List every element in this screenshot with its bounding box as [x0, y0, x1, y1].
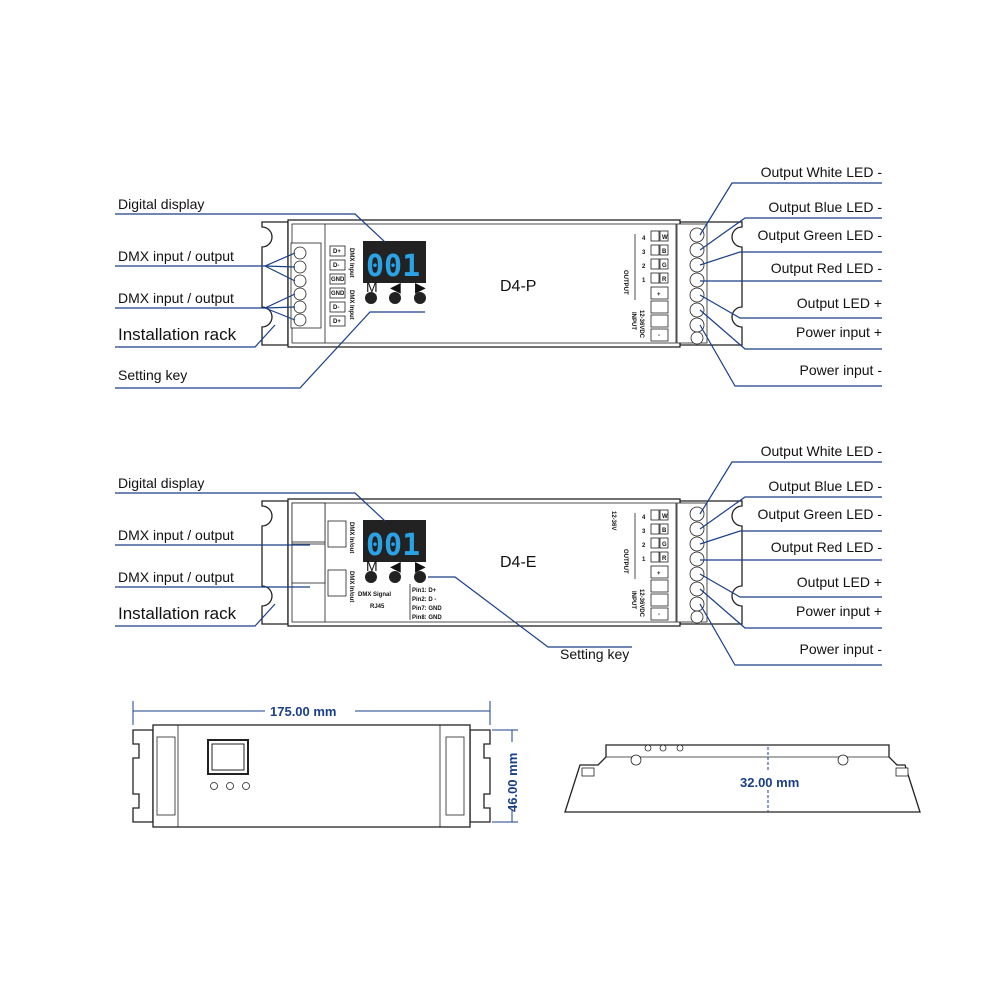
- code-r: R: [662, 277, 667, 283]
- output-title: OUTPUT: [622, 270, 628, 295]
- output-block-labels: OUTPUT 4 3 2 1 W B G R + INPUT 12-36VDC …: [622, 235, 668, 339]
- terminal-labels: D+ D- GND GND D- D+ DMX Input DMX Input: [329, 245, 354, 327]
- digital-display: 001: [366, 249, 420, 284]
- output-block-labels: OUTPUT 4 3 2 1 W B G R 12-36V + INPUT 12…: [610, 511, 668, 618]
- right-callouts: Output White LED - Output Blue LED - Out…: [699, 164, 883, 387]
- input-title: INPUT: [630, 312, 636, 330]
- code-b: B: [662, 528, 667, 534]
- label-power-plus: Power input +: [796, 324, 882, 340]
- label-output-green: Output Green LED -: [757, 506, 882, 522]
- left-callouts: Digital display DMX input / output DMX i…: [115, 196, 425, 389]
- code-g: G: [662, 542, 667, 548]
- d4e-device: DMX In/out DMX In/out 001 M ◀ ▶ DMX Sign…: [115, 443, 883, 666]
- label-dmx-io: DMX input / output: [118, 569, 234, 585]
- channel-3: 3: [642, 250, 646, 256]
- terminal-d-minus: D-: [333, 305, 339, 311]
- label-dmx-io: DMX input / output: [118, 527, 234, 543]
- pin2: Pin2: D -: [412, 597, 436, 603]
- label-output-red: Output Red LED -: [771, 260, 883, 276]
- plus: +: [657, 571, 661, 577]
- terminal-gnd: GND: [331, 291, 345, 297]
- terminal-d-plus: D+: [333, 319, 341, 325]
- rj45-label: RJ45: [370, 604, 385, 610]
- channel-voltage: 12-36V: [610, 511, 616, 530]
- channel-1: 1: [642, 557, 646, 563]
- label-setting-key: Setting key: [560, 646, 629, 662]
- model-name: D4-P: [500, 278, 536, 295]
- plus: +: [657, 292, 661, 298]
- channel-3: 3: [642, 529, 646, 535]
- channel-2: 2: [642, 543, 646, 549]
- pin7: Pin7: GND: [412, 606, 442, 612]
- top-view: 175.00 mm 46.00 mm: [132, 701, 520, 828]
- label-dmx-io: DMX input / output: [118, 290, 234, 306]
- side-view: 32.00 mm: [564, 744, 921, 813]
- rj45-port-label: DMX In/out: [348, 522, 354, 553]
- rj45-ports: DMX In/out DMX In/out: [327, 520, 354, 602]
- label-installation-rack: Installation rack: [118, 604, 237, 623]
- terminal-d-minus: D-: [333, 263, 339, 269]
- label-installation-rack: Installation rack: [118, 325, 237, 344]
- label-power-minus: Power input -: [800, 641, 883, 657]
- terminal-d-plus: D+: [333, 249, 341, 255]
- label-output-white: Output White LED -: [761, 443, 883, 459]
- code-r: R: [662, 556, 667, 562]
- code-w: W: [662, 235, 668, 241]
- label-output-blue: Output Blue LED -: [768, 199, 882, 215]
- channel-4: 4: [642, 515, 646, 521]
- digital-display: 001: [366, 528, 420, 563]
- dimension-width: 46.00 mm: [505, 753, 520, 812]
- d4p-device: D+ D- GND GND D- D+ DMX Input DMX Input …: [115, 164, 883, 389]
- code-b: B: [662, 249, 667, 255]
- label-digital-display: Digital display: [118, 475, 204, 491]
- key-left-label: ◀: [390, 279, 401, 295]
- label-output-red: Output Red LED -: [771, 539, 883, 555]
- key-left-label: ◀: [390, 558, 401, 574]
- input-voltage: 12-36VDC: [638, 589, 644, 618]
- key-m-label: M: [366, 279, 378, 295]
- dmx-input-label: DMX Input: [348, 248, 354, 278]
- dimension-height: 32.00 mm: [740, 775, 799, 790]
- rj45-port-label: DMX In/out: [348, 571, 354, 602]
- label-dmx-io: DMX input / output: [118, 248, 234, 264]
- label-digital-display: Digital display: [118, 196, 204, 212]
- label-power-minus: Power input -: [800, 362, 883, 378]
- label-output-plus: Output LED +: [797, 574, 882, 590]
- label-output-green: Output Green LED -: [757, 227, 882, 243]
- pin8: Pin8: GND: [412, 615, 442, 621]
- pin1: Pin1: D+: [412, 588, 437, 594]
- key-m-label: M: [366, 558, 378, 574]
- dmx-input-label: DMX Input: [348, 290, 354, 320]
- label-setting-key: Setting key: [118, 367, 187, 383]
- label-power-plus: Power input +: [796, 603, 882, 619]
- terminal-gnd: GND: [331, 277, 345, 283]
- dmx-signal-label: DMX Signal: [358, 592, 391, 598]
- channel-1: 1: [642, 278, 646, 284]
- dmx-screw-terminals: [293, 246, 307, 327]
- minus: -: [658, 333, 660, 339]
- label-output-white: Output White LED -: [761, 164, 883, 180]
- label-output-blue: Output Blue LED -: [768, 478, 882, 494]
- key-right-label: ▶: [415, 558, 426, 574]
- model-name: D4-E: [500, 554, 536, 571]
- channel-4: 4: [642, 236, 646, 242]
- label-output-plus: Output LED +: [797, 295, 882, 311]
- code-w: W: [662, 514, 668, 520]
- channel-2: 2: [642, 264, 646, 270]
- output-title: OUTPUT: [622, 549, 628, 574]
- minus: -: [658, 612, 660, 618]
- code-g: G: [662, 263, 667, 269]
- input-voltage: 12-36VDC: [638, 310, 644, 339]
- left-callouts: Digital display DMX input / output DMX i…: [115, 475, 632, 662]
- key-right-label: ▶: [415, 279, 426, 295]
- input-title: INPUT: [630, 591, 636, 609]
- dimension-length: 175.00 mm: [270, 704, 337, 719]
- right-callouts: Output White LED - Output Blue LED - Out…: [699, 443, 883, 666]
